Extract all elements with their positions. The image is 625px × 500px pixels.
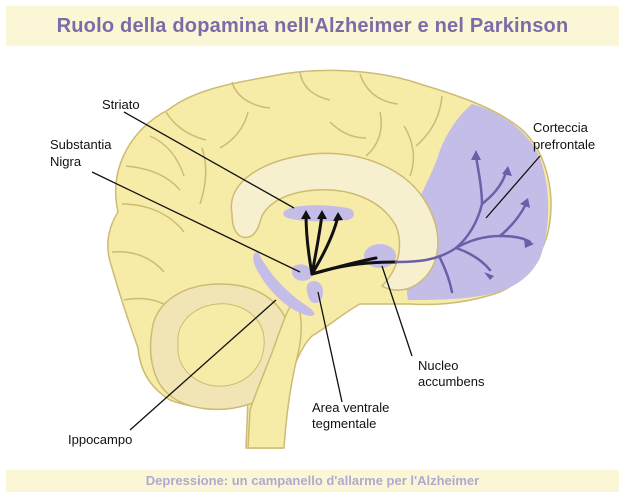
brain-gyri [111, 71, 443, 311]
label-nucleo-line1: Nucleo [418, 358, 459, 373]
leader-lines [91, 111, 541, 431]
substantia-nigra-region [291, 264, 312, 281]
label-area-ventrale-line1: Area ventrale [312, 400, 390, 415]
mesocortical-pathways [394, 154, 532, 294]
label-ippocampo: Ippocampo [68, 432, 133, 447]
title-banner: Ruolo della dopamina nell'Alzheimer e ne… [6, 6, 619, 46]
label-substantia-nigra-line1: Substantia [50, 137, 112, 152]
pathway-arrowheads [301, 210, 343, 221]
hippocampus-region [253, 252, 315, 316]
label-nucleo-line2: accumbens [418, 374, 485, 389]
label-striato: Striato [102, 97, 140, 112]
label-area-ventrale-line2: tegmentale [312, 416, 377, 431]
label-corteccia-line2: prefrontale [533, 137, 596, 152]
footer-caption: Depressione: un campanello d'allarme per… [145, 473, 480, 488]
cerebellum-inner [177, 303, 265, 387]
prefrontal-cortex-region [405, 104, 549, 300]
brainstem [247, 298, 303, 449]
diagram-title: Ruolo della dopamina nell'Alzheimer e ne… [56, 15, 569, 37]
label-corteccia-line1: Corteccia [533, 120, 588, 135]
mesocortical-arrowheads [471, 150, 534, 280]
label-substantia-nigra-line2: Nigra [50, 154, 82, 169]
footer-banner: Depressione: un campanello d'allarme per… [6, 470, 619, 492]
